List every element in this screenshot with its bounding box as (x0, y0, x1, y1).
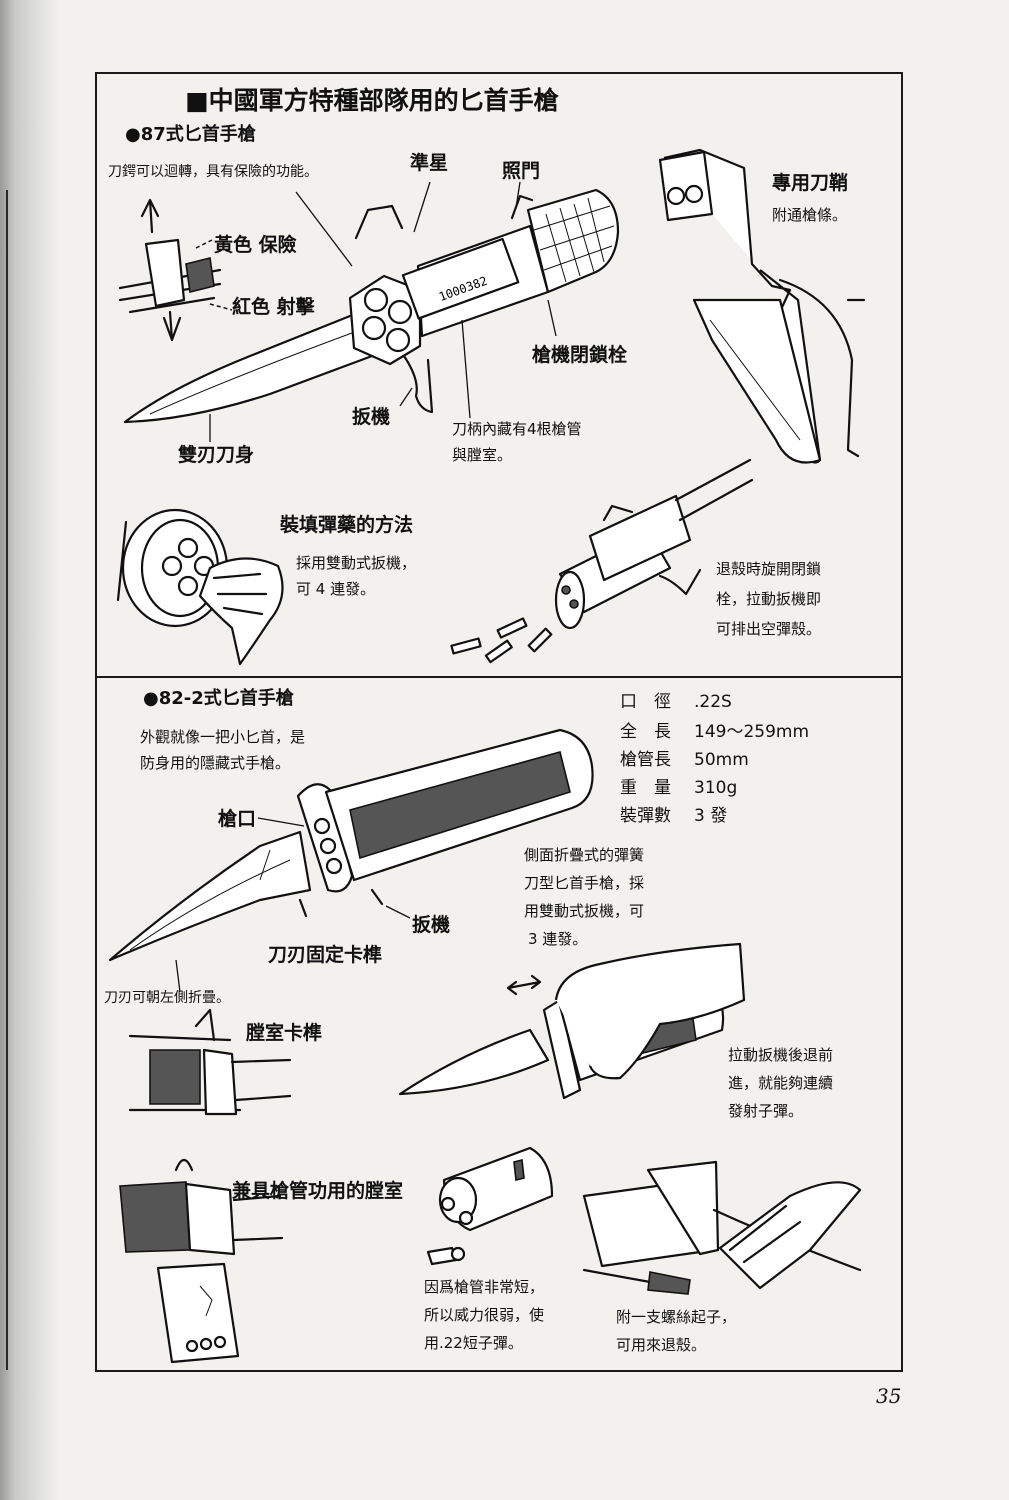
label-sheath: 專用刀鞘 (772, 172, 849, 194)
label-trigger-82: 扳機 (412, 914, 451, 936)
label-blade-lock: 刀刃固定卡榫 (268, 944, 383, 966)
eject-note-line1: 退殼時旋開閉鎖 (716, 560, 822, 578)
barrels-note-line2: 與膛室。 (452, 446, 513, 464)
pull-note-line3: 發射子彈。 (728, 1102, 804, 1120)
book-spine-shadow (0, 0, 60, 1500)
pull-note-line2: 進，就能夠連續 (728, 1074, 834, 1092)
spec-caliber-label: 口 徑 (620, 692, 671, 712)
desc-line2: 刀型匕首手槍，採 (524, 874, 645, 892)
label-yellow-safe: 黃色 保險 (214, 234, 297, 256)
spine-edge-line (6, 190, 8, 1370)
pull-note-line1: 拉動扳機後退前 (728, 1046, 834, 1064)
loading-heading: 裝填彈藥的方法 (280, 514, 414, 536)
label-chamber-latch: 膛室卡榫 (246, 1022, 323, 1044)
section-82-heading: ●82-2式匕首手槍 (143, 688, 294, 709)
screwdriver-note-line2: 可用來退殼。 (616, 1336, 707, 1354)
label-rear-sight: 照門 (502, 160, 541, 182)
spec-barrel-value: 50mm (694, 750, 749, 770)
sheath-note: 附通槍條。 (772, 206, 848, 224)
section-87-heading: ●87式匕首手槍 (125, 124, 256, 145)
label-blade-fold: 刀刃可朝左側折疊。 (104, 990, 230, 1006)
loading-line1: 採用雙動式扳機， (296, 554, 417, 572)
label-double-edge-blade: 雙刃刀身 (178, 444, 255, 466)
page-frame (95, 72, 903, 1372)
page-number: 35 (876, 1384, 902, 1408)
label-trigger-87: 扳機 (352, 406, 391, 428)
label-red-fire: 紅色 射擊 (232, 296, 315, 318)
type87-dagger-pistol-illustration: 1000382 (116, 148, 866, 666)
label-muzzle: 槍口 (218, 808, 257, 830)
label-front-sight: 準星 (410, 152, 449, 174)
spec-capacity-label: 裝彈數 (620, 806, 671, 826)
spec-length-value: 149～259mm (694, 722, 810, 742)
eject-note-line2: 栓，拉動扳機即 (716, 590, 822, 608)
spec-barrel-label: 槍管長 (620, 750, 671, 770)
section-divider (95, 676, 903, 678)
loading-line2: 可 4 連發。 (296, 580, 376, 598)
spec-weight-label: 重 量 (620, 778, 671, 798)
screwdriver-note-line1: 附一支螺絲起子， (616, 1308, 737, 1326)
desc-line4: 3 連發。 (528, 930, 588, 948)
eject-note-line3: 可排出空彈殼。 (716, 620, 822, 638)
label-bolt: 槍機閉鎖栓 (532, 344, 628, 366)
spec-caliber-value: .22S (694, 692, 732, 712)
page-title: ■中國軍方特種部隊用的匕首手槍 (185, 86, 559, 115)
intro-line1: 外觀就像一把小匕首，是 (140, 728, 306, 746)
spec-length-label: 全 長 (620, 722, 671, 742)
ammo-note-line2: 所以威力很弱，使 (424, 1306, 545, 1324)
barrels-note-line1: 刀柄內藏有4根槍管 (452, 420, 582, 438)
desc-line1: 側面折疊式的彈簧 (524, 846, 645, 864)
ammo-note-line3: 用.22短子彈。 (424, 1334, 523, 1352)
ammo-note-line1: 因爲槍管非常短， (424, 1278, 545, 1296)
spec-weight-value: 310g (694, 778, 738, 798)
desc-line3: 用雙動式扳機，可 (524, 902, 645, 920)
guard-rotation-note: 刀鍔可以迴轉，具有保險的功能。 (108, 164, 318, 180)
intro-line2: 防身用的隱藏式手槍。 (140, 754, 291, 772)
spec-capacity-value: 3 發 (694, 806, 728, 826)
